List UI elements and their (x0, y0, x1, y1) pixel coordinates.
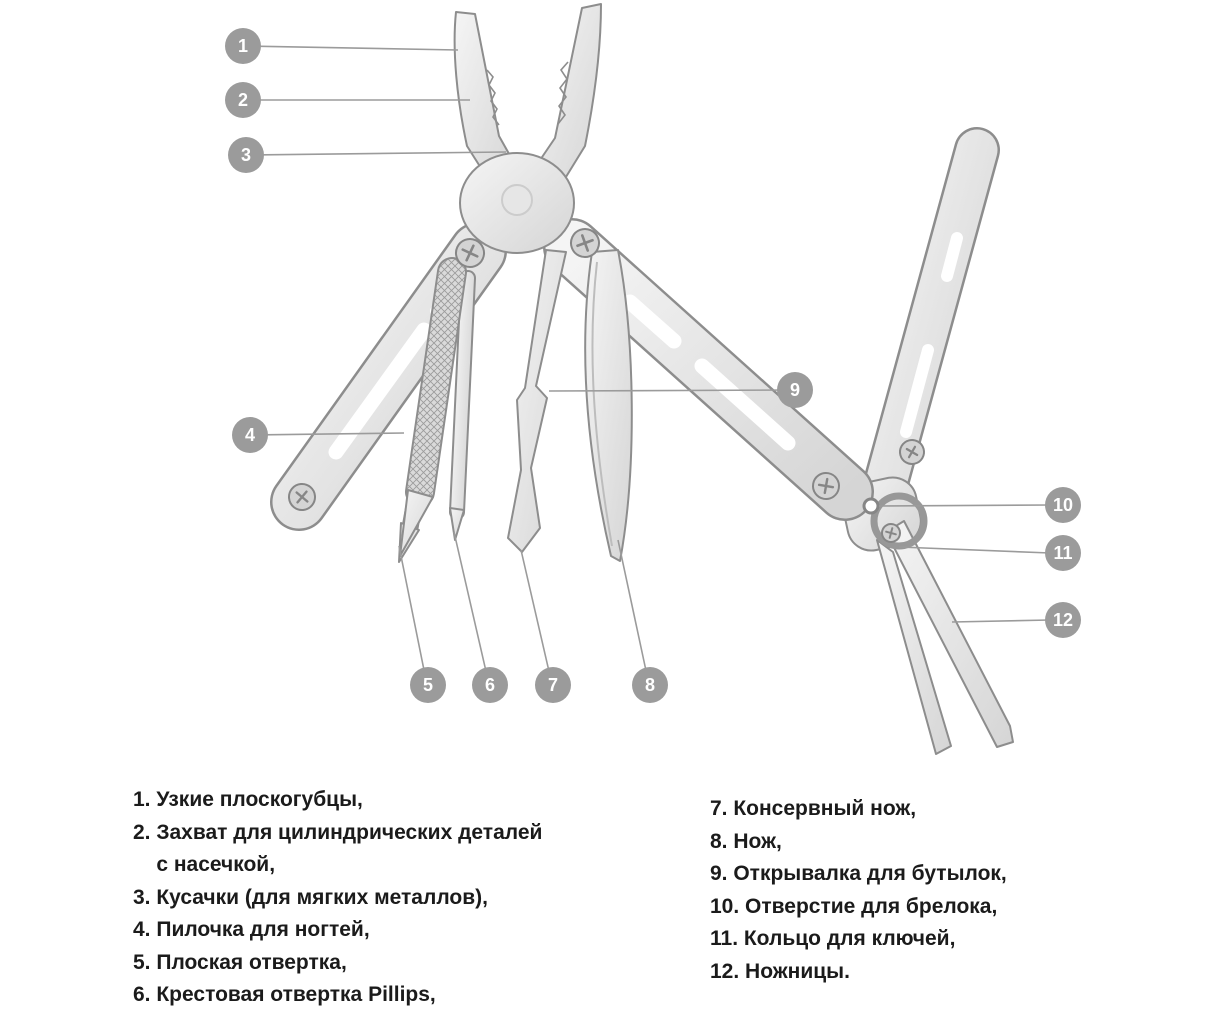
callout-12: 12 (1045, 602, 1081, 638)
callout-1: 1 (225, 28, 261, 64)
callout-11: 11 (1045, 535, 1081, 571)
legend-item-3: 3. Кусачки (для мягких металлов), (133, 885, 488, 909)
pliers-head (459, 152, 575, 254)
can-opener (507, 249, 567, 553)
key-ring (870, 492, 928, 550)
callout-11-number: 11 (1053, 543, 1073, 563)
callout-4: 4 (232, 417, 268, 453)
legend-column-left: 1. Узкие плоскогубцы, 2. Захват для цили… (133, 784, 542, 1012)
keychain-hole (862, 497, 880, 515)
pliers-jaws (453, 3, 602, 188)
scissors-pivot-screw (881, 523, 901, 543)
legend-item-9: 9. Открывалка для бутылок, (710, 862, 1007, 885)
callout-2-number: 2 (237, 90, 248, 110)
callout-3: 3 (228, 137, 264, 173)
scissors (876, 520, 1014, 755)
legend-item-12: 12. Ножницы. (710, 959, 850, 983)
callout-6: 6 (472, 667, 508, 703)
legend-column-right: 7. Консервный нож, 8. Нож, 9. Открывалка… (710, 793, 1007, 988)
callout-5: 5 (410, 667, 446, 703)
callout-9-number: 9 (789, 380, 800, 400)
leader-lines (242, 45, 1051, 681)
callout-6-number: 6 (484, 675, 495, 695)
legend-item-7: 7. Консервный нож, (710, 797, 917, 820)
legend-item-11: 11. Кольцо для ключей, (710, 927, 956, 950)
callout-5-number: 5 (422, 675, 433, 695)
callout-4-number: 4 (244, 425, 255, 445)
legend-item-1: 1. Узкие плоскогубцы, (133, 788, 363, 811)
scissors-upper-arm (855, 127, 1000, 535)
callout-1-number: 1 (237, 36, 248, 56)
legend-item-8: 8. Нож, (710, 829, 782, 853)
callout-8-number: 8 (644, 675, 655, 695)
callout-7: 7 (535, 667, 571, 703)
legend-item-4: 4. Пилочка для ногтей, (133, 918, 370, 941)
legend-item-6: 6. Крестовая отвертка Pillips, (133, 983, 436, 1006)
callout-7-number: 7 (547, 675, 558, 695)
callout-12-number: 12 (1052, 610, 1074, 630)
phillips-screwdriver (449, 270, 476, 541)
legend-item-10: 10. Отверстие для брелока, (710, 894, 998, 918)
knife-blade (584, 249, 633, 562)
nail-file (399, 257, 467, 557)
callout-10: 10 (1045, 487, 1081, 523)
legend-item-5: 5. Плоская отвертка, (133, 950, 347, 974)
legend-item-2: 2. Захват для цилиндрических деталей с н… (133, 820, 543, 877)
callout-10-number: 10 (1052, 495, 1074, 515)
callout-2: 2 (225, 82, 261, 118)
callout-3-number: 3 (240, 145, 251, 165)
screws (288, 228, 925, 511)
callout-9: 9 (777, 372, 813, 408)
callout-8: 8 (632, 667, 668, 703)
